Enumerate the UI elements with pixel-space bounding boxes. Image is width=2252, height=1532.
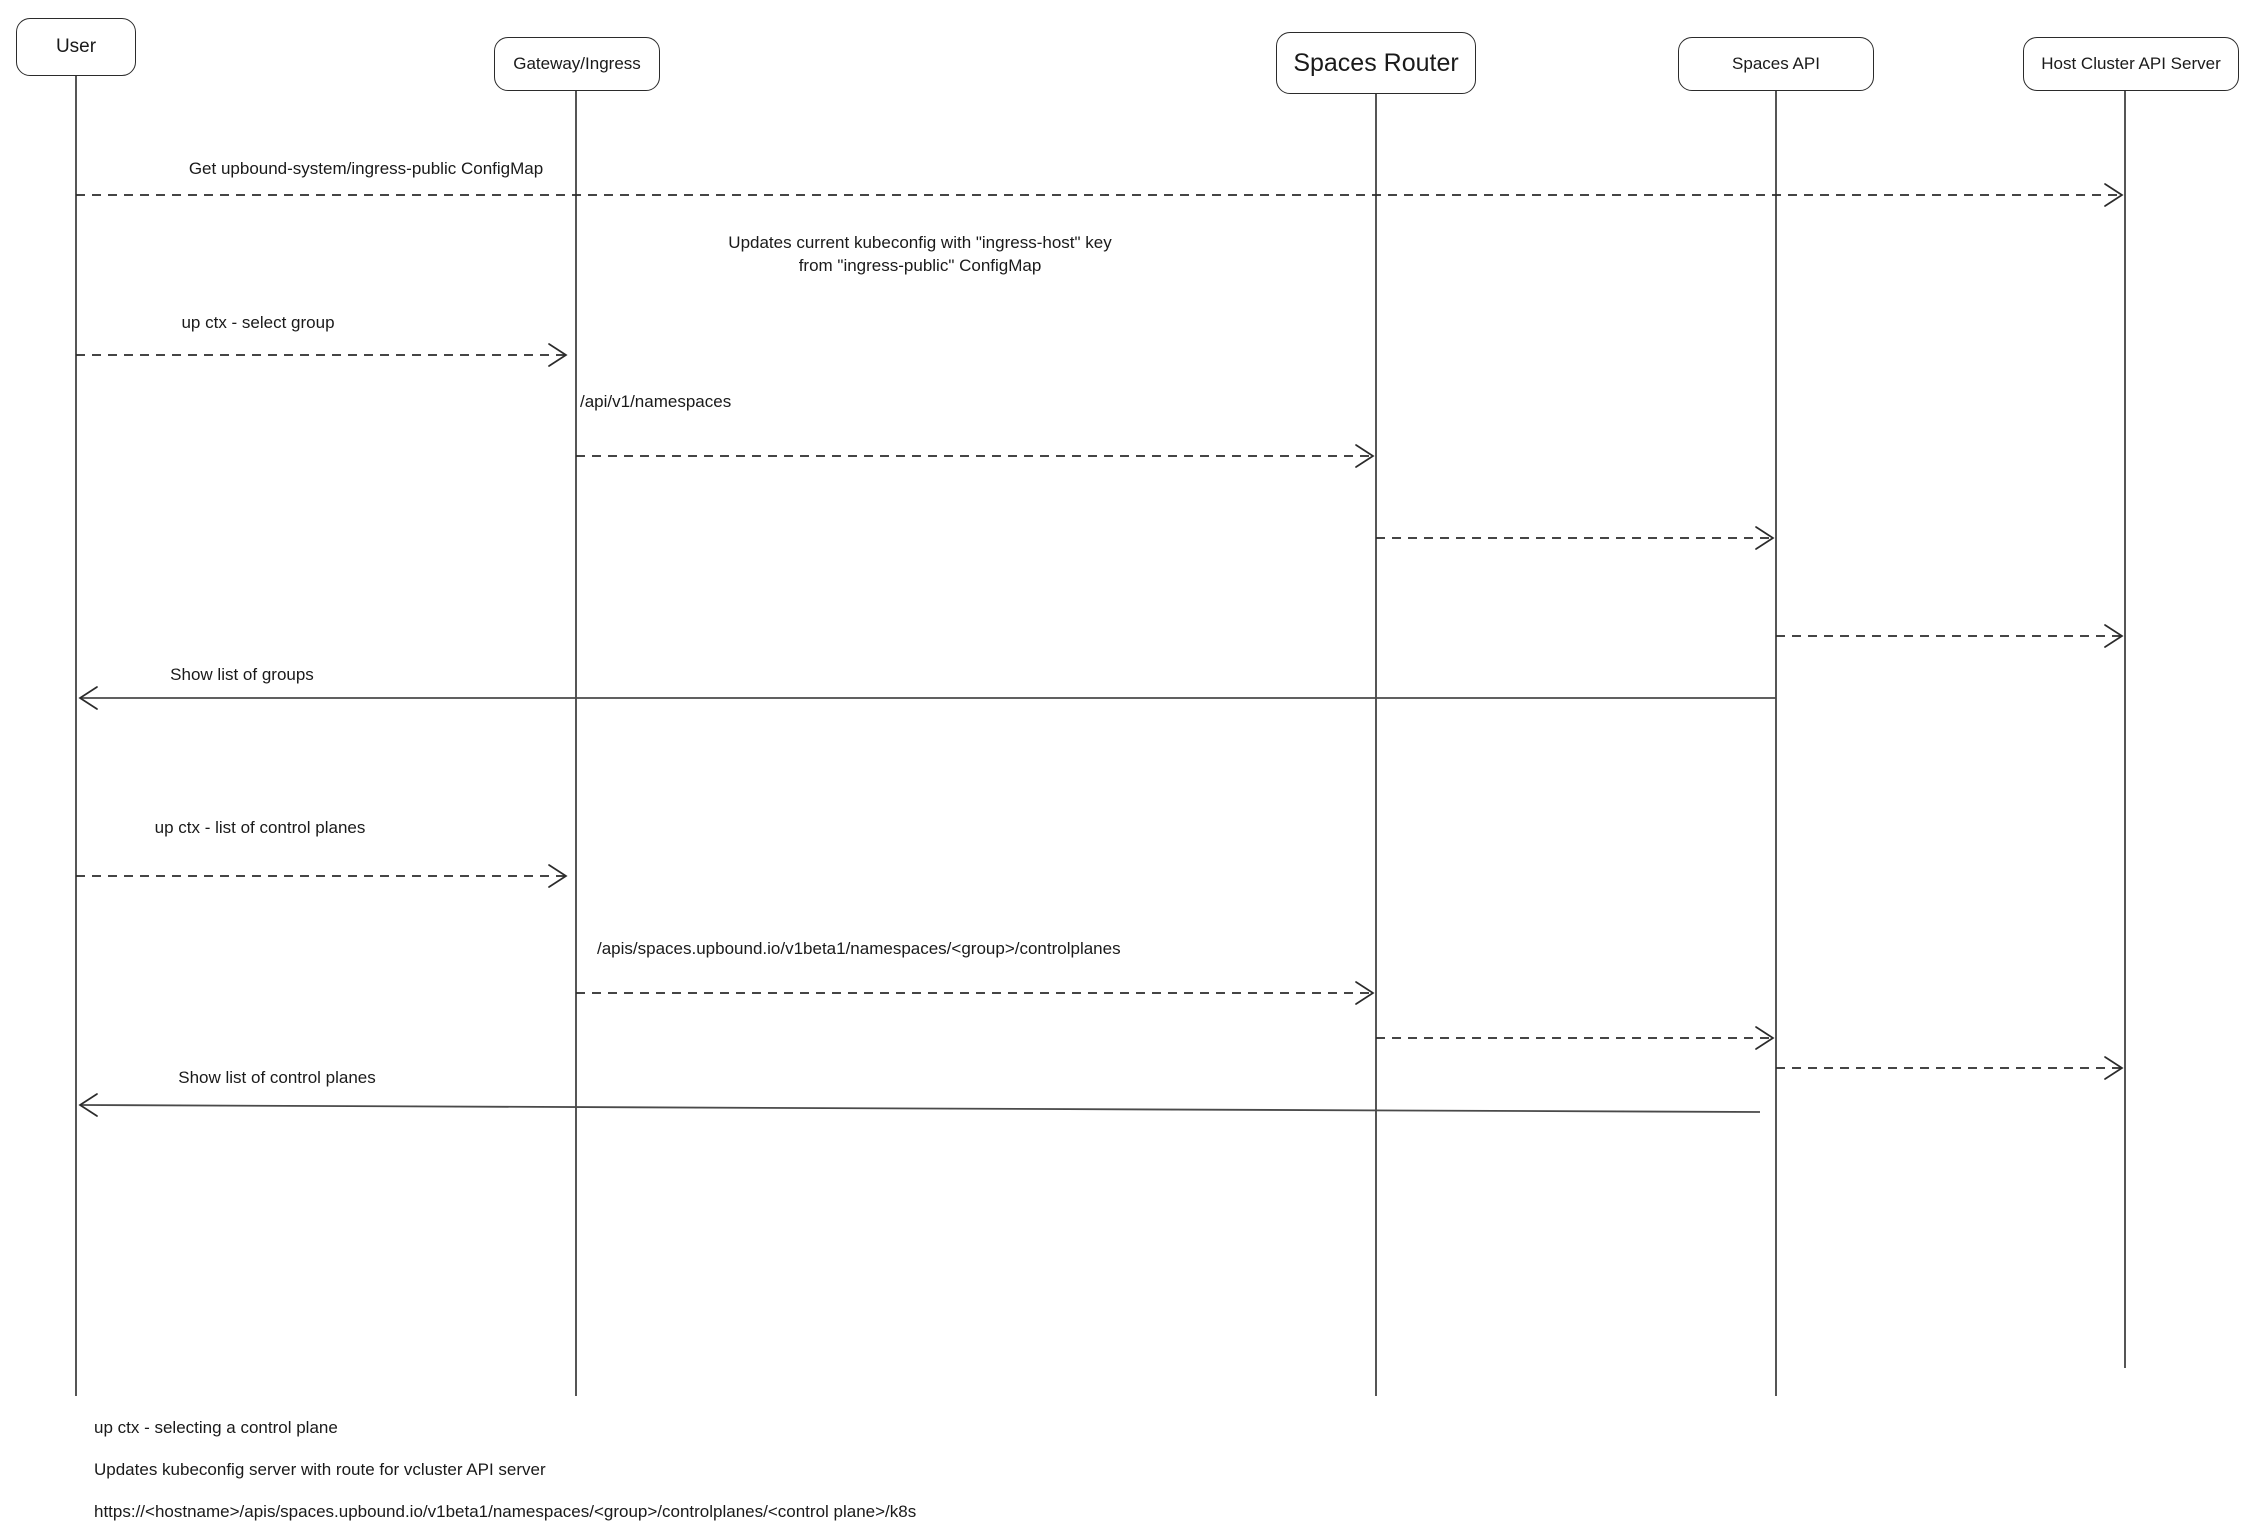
message-label-m1: Get upbound-system/ingress-public Config… bbox=[188, 159, 544, 178]
participant-box-hostapi[interactable]: Host Cluster API Server bbox=[2023, 37, 2239, 91]
message-arrow-m11 bbox=[78, 1093, 1761, 1117]
message-arrow-m2 bbox=[76, 343, 568, 367]
footer-note-f1: up ctx - selecting a control plane bbox=[94, 1418, 338, 1437]
message-label-m2: up ctx - select group bbox=[181, 313, 335, 332]
message-label-m8: /apis/spaces.upbound.io/v1beta1/namespac… bbox=[597, 939, 1121, 958]
note-label-note1: Updates current kubeconfig with "ingress… bbox=[728, 233, 1112, 275]
message-arrow-m6 bbox=[78, 686, 1776, 710]
message-label-m7: up ctx - list of control planes bbox=[154, 818, 366, 837]
arrowhead-m7 bbox=[548, 864, 568, 888]
arrowhead-m1 bbox=[2104, 183, 2124, 207]
arrowhead-m9 bbox=[1755, 1026, 1775, 1050]
participant-label-spacesapi: Spaces API bbox=[1732, 54, 1820, 74]
footer-note-f3: https://<hostname>/apis/spaces.upbound.i… bbox=[94, 1502, 917, 1521]
message-arrow-m1 bbox=[76, 183, 2124, 207]
participant-label-user: User bbox=[55, 36, 97, 58]
message-arrow-m7 bbox=[76, 864, 568, 888]
participant-label-router: Spaces Router bbox=[1293, 48, 1459, 77]
participant-label-hostapi: Host Cluster API Server bbox=[2041, 54, 2221, 74]
message-arrow-m10 bbox=[1776, 1056, 2124, 1080]
message-arrow-m9 bbox=[1376, 1026, 1775, 1050]
arrowhead-m11 bbox=[78, 1093, 98, 1117]
arrowhead-m4 bbox=[1755, 526, 1775, 550]
footer-note-f2: Updates kubeconfig server with route for… bbox=[94, 1460, 546, 1479]
arrowhead-m5 bbox=[2104, 624, 2124, 648]
message-arrow-m4 bbox=[1376, 526, 1775, 550]
participant-box-router[interactable]: Spaces Router bbox=[1276, 32, 1476, 94]
arrowhead-m3 bbox=[1355, 444, 1375, 468]
arrowhead-m8 bbox=[1355, 981, 1375, 1005]
arrowhead-m6 bbox=[78, 686, 98, 710]
participant-box-spacesapi[interactable]: Spaces API bbox=[1678, 37, 1874, 91]
message-label-m11: Show list of control planes bbox=[178, 1068, 376, 1087]
message-arrow-m3 bbox=[576, 444, 1375, 468]
message-label-m6: Show list of groups bbox=[170, 665, 314, 684]
message-arrow-m8 bbox=[576, 981, 1375, 1005]
arrowhead-m2 bbox=[548, 343, 568, 367]
participant-box-gateway[interactable]: Gateway/Ingress bbox=[494, 37, 660, 91]
participant-label-gateway: Gateway/Ingress bbox=[513, 54, 641, 74]
message-arrow-m5 bbox=[1776, 624, 2124, 648]
participant-box-user[interactable]: User bbox=[16, 18, 136, 76]
arrowhead-m10 bbox=[2104, 1056, 2124, 1080]
message-label-m3: /api/v1/namespaces bbox=[580, 392, 732, 411]
